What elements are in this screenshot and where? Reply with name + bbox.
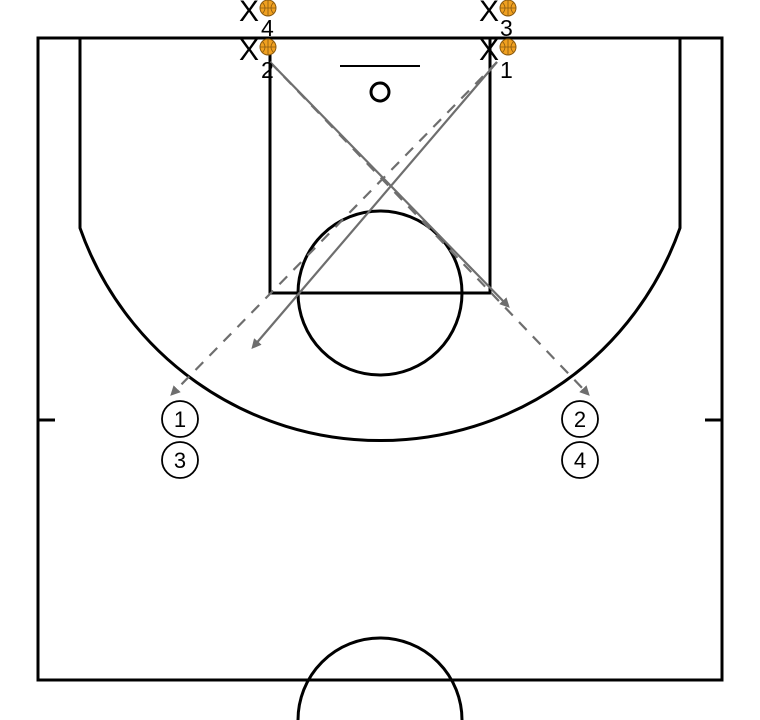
player-1: 1 [161, 400, 199, 438]
player-3: 3 [161, 441, 199, 479]
defender-label: 3 [500, 15, 513, 41]
x-mark-icon: X [479, 34, 499, 67]
player-4: 4 [561, 441, 599, 479]
x-mark-icon: X [239, 0, 259, 28]
paint-key [268, 36, 492, 295]
x-mark-icon: X [479, 0, 499, 28]
defender-3: X 3 [479, 0, 513, 41]
three-point-line [78, 38, 682, 442]
basketball-icon [259, 0, 277, 17]
defender-4: X 4 [239, 0, 274, 41]
cut-arrow-left-to-right [269, 61, 510, 308]
player-label: 3 [174, 448, 186, 473]
pass-arrow-to-right-wing [269, 61, 590, 396]
cut-arrow-right-to-left [251, 61, 498, 350]
court-lines [36, 36, 724, 720]
player-label: 2 [574, 407, 586, 432]
defender-label: 2 [261, 57, 274, 83]
defender-1: X 1 [479, 34, 513, 83]
movement-arrows [170, 61, 590, 396]
pass-arrow-to-left-wing [170, 61, 498, 396]
player-label: 4 [574, 448, 586, 473]
defender-label: 4 [261, 15, 274, 41]
basketball-icon [259, 38, 277, 56]
defender-label: 1 [500, 57, 513, 83]
player-label: 1 [174, 407, 186, 432]
hoop [369, 81, 391, 103]
basketball-icon [499, 38, 517, 56]
defender-2: X 2 [239, 34, 274, 83]
x-mark-icon: X [239, 34, 259, 67]
center-circle [296, 636, 464, 720]
basketball-icon [499, 0, 517, 17]
court-boundary [36, 36, 724, 682]
player-2: 2 [561, 400, 599, 438]
